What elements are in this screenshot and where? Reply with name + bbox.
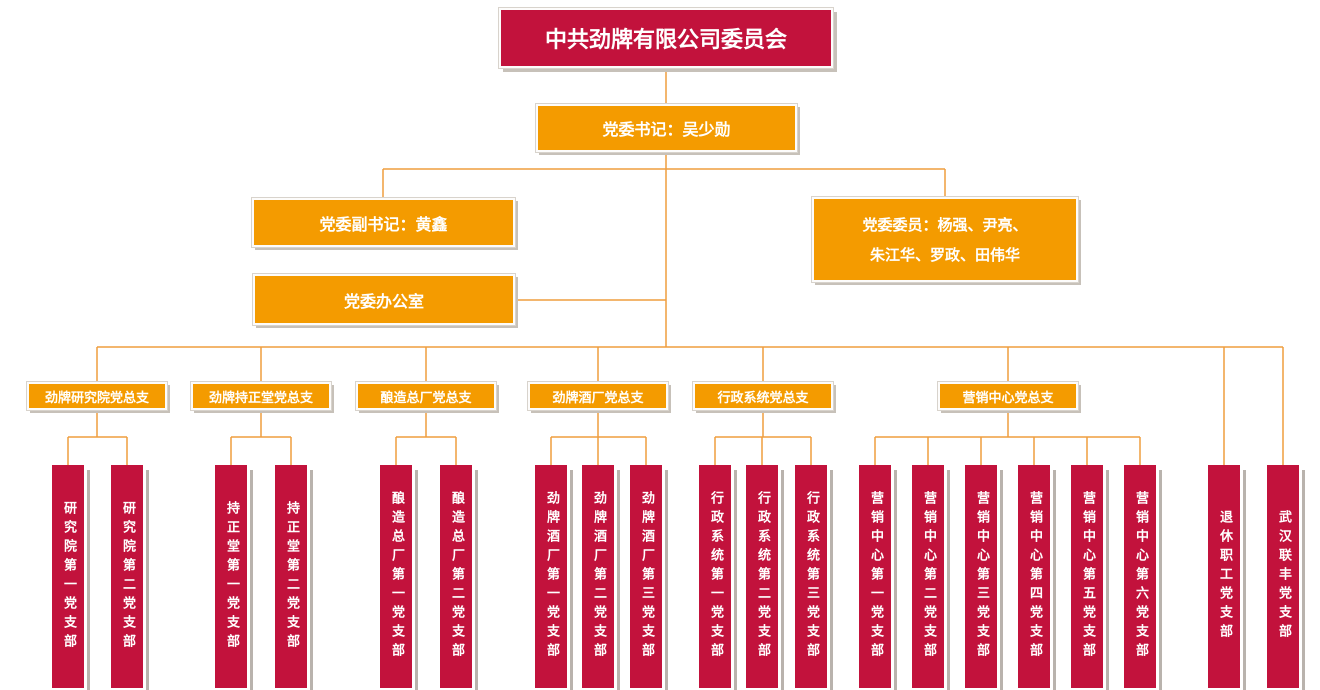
org-node-leaf-label: 持正堂第二党支部: [284, 500, 299, 653]
org-node-branch-label: 劲牌研究院党总支: [44, 390, 149, 406]
org-node-leaf-label: 营销中心第二党支部: [921, 491, 936, 662]
org-node-leaf-1-0: 持正堂第一党支部: [215, 465, 247, 688]
org-node-leaf-label: 研究院第一党支部: [61, 500, 76, 653]
org-node-secretary-label: 党委书记：吴少勋: [602, 120, 731, 139]
org-node-leaf-5-4: 营销中心第五党支部: [1071, 465, 1103, 688]
org-node-leaf-label: 行政系统第二党支部: [755, 491, 770, 662]
org-node-leaf-4-2: 行政系统第三党支部: [795, 465, 827, 688]
org-node-leaf-label: 退休职工党支部: [1217, 510, 1232, 643]
org-node-leaf-5-1: 营销中心第二党支部: [912, 465, 944, 688]
org-node-leaf-5-0: 营销中心第一党支部: [859, 465, 891, 688]
org-node-branch-label: 行政系统党总支: [717, 390, 809, 406]
org-node-secretary: 党委书记：吴少勋: [536, 104, 797, 152]
org-node-branch-1: 劲牌持正堂党总支: [191, 382, 331, 410]
org-node-office-label: 党委办公室: [343, 291, 424, 311]
org-node-branch-label: 营销中心党总支: [962, 390, 1054, 406]
org-node-leaf-3-1: 劲牌酒厂第二党支部: [582, 465, 614, 688]
org-node-leaf-label: 营销中心第五党支部: [1080, 491, 1095, 662]
org-node-leaf-label: 武汉联丰党支部: [1276, 510, 1291, 643]
org-node-branch-4: 行政系统党总支: [693, 382, 833, 410]
org-node-branch-label: 劲牌酒厂党总支: [552, 390, 644, 406]
org-node-deputy-secretary-label: 党委副书记：黄鑫: [319, 214, 448, 234]
org-node-leaf-2-1: 酿造总厂第二党支部: [440, 465, 472, 688]
org-node-leaf-1-1: 持正堂第二党支部: [275, 465, 307, 688]
org-node-branch-0: 劲牌研究院党总支: [27, 382, 167, 410]
org-node-leaf-label: 营销中心第六党支部: [1133, 491, 1148, 662]
org-node-branch-2: 酿造总厂党总支: [356, 382, 496, 410]
org-node-leaf-label: 研究院第二党支部: [120, 500, 135, 653]
org-node-leaf-label: 行政系统第一党支部: [708, 491, 723, 662]
org-node-leaf-0-0: 研究院第一党支部: [52, 465, 84, 688]
org-node-members-label-line2: 朱江华、罗政、田伟华: [869, 245, 1020, 264]
org-node-leaf-5-2: 营销中心第三党支部: [965, 465, 997, 688]
org-node-leaf-label: 酿造总厂第二党支部: [449, 491, 464, 662]
org-node-leaf-4-1: 行政系统第二党支部: [746, 465, 778, 688]
org-node-root-label: 中共劲牌有限公司委员会: [544, 28, 787, 53]
org-node-branch-label: 劲牌持正堂党总支: [208, 390, 313, 406]
org-node-leaf-label: 营销中心第三党支部: [974, 491, 989, 662]
org-node-leaf-label: 行政系统第三党支部: [804, 491, 819, 662]
org-node-branch-5: 营销中心党总支: [938, 382, 1078, 410]
org-node-leaf-label: 劲牌酒厂第二党支部: [591, 491, 606, 662]
org-node-leaf-label: 营销中心第一党支部: [868, 491, 883, 662]
org-node-leaf-label: 酿造总厂第一党支部: [389, 491, 404, 662]
org-node-root: 中共劲牌有限公司委员会: [499, 8, 833, 68]
org-node-leaf-label: 劲牌酒厂第一党支部: [544, 491, 559, 662]
org-node-leaf-0-1: 研究院第二党支部: [111, 465, 143, 688]
org-node-office: 党委办公室: [253, 274, 515, 325]
org-node-branch-label: 酿造总厂党总支: [380, 390, 472, 406]
org-node-branch-3: 劲牌酒厂党总支: [528, 382, 668, 410]
org-node-leaf-label: 持正堂第一党支部: [224, 500, 239, 653]
org-node-leaf-3-2: 劲牌酒厂第三党支部: [630, 465, 662, 688]
org-node-leaf-4-0: 行政系统第一党支部: [699, 465, 731, 688]
org-node-direct-leaf-1: 武汉联丰党支部: [1267, 465, 1299, 688]
org-node-leaf-3-0: 劲牌酒厂第一党支部: [535, 465, 567, 688]
org-node-leaf-label: 劲牌酒厂第三党支部: [639, 491, 654, 662]
org-node-leaf-label: 营销中心第四党支部: [1027, 491, 1042, 662]
org-node-leaf-5-5: 营销中心第六党支部: [1124, 465, 1156, 688]
org-node-members-label-line1: 党委委员：杨强、尹亮、: [862, 215, 1028, 234]
org-node-direct-leaf-0: 退休职工党支部: [1208, 465, 1240, 688]
org-node-leaf-2-0: 酿造总厂第一党支部: [380, 465, 412, 688]
org-node-members: 党委委员：杨强、尹亮、 朱江华、罗政、田伟华: [812, 197, 1078, 282]
org-node-deputy-secretary: 党委副书记：黄鑫: [252, 198, 515, 247]
org-node-leaf-5-3: 营销中心第四党支部: [1018, 465, 1050, 688]
